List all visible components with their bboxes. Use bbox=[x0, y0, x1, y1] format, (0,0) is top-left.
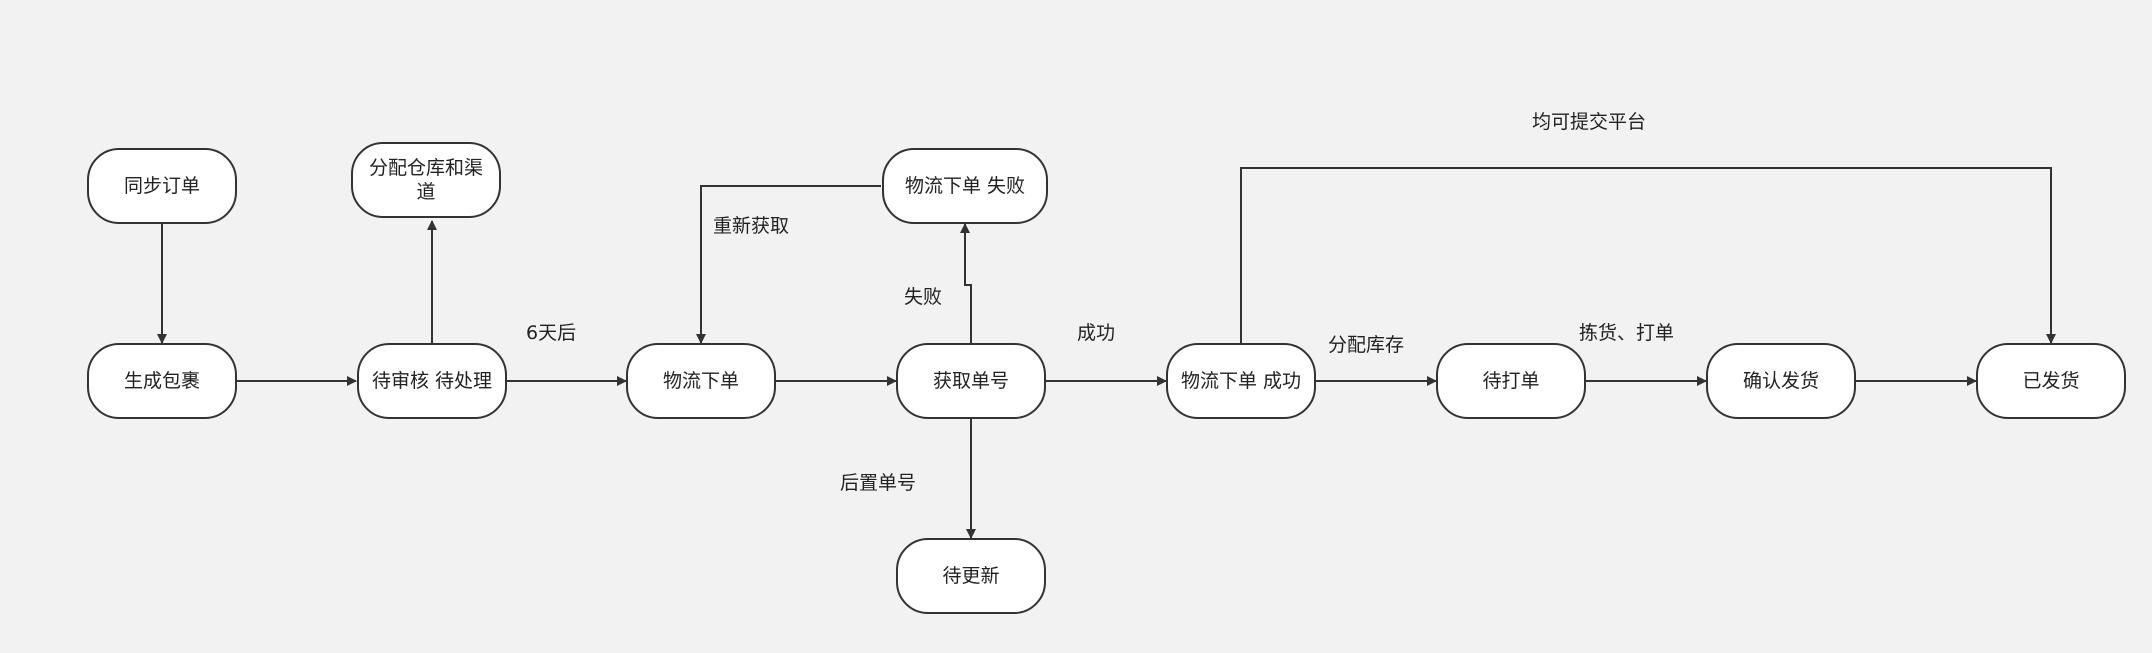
node-sync-order[interactable]: 同步订单 bbox=[87, 148, 237, 224]
label-success: 成功 bbox=[1077, 322, 1116, 344]
node-generate-package[interactable]: 生成包裹 bbox=[87, 343, 237, 419]
node-shipped[interactable]: 已发货 bbox=[1976, 343, 2126, 419]
label-submit-platform: 均可提交平台 bbox=[1532, 111, 1647, 133]
label-deferred-tracking: 后置单号 bbox=[840, 472, 917, 494]
edge-success-to-shipped bbox=[1240, 167, 2056, 344]
edge-tracking-to-failed bbox=[960, 223, 972, 343]
label-reacquire: 重新获取 bbox=[713, 215, 790, 237]
node-get-tracking[interactable]: 获取单号 bbox=[896, 343, 1046, 419]
node-pending-print[interactable]: 待打单 bbox=[1436, 343, 1586, 419]
node-assign-warehouse[interactable]: 分配仓库和渠道 bbox=[351, 142, 501, 218]
label-after-6-days: 6天后 bbox=[526, 322, 577, 344]
label-failed: 失败 bbox=[904, 286, 943, 308]
node-logistics-failed[interactable]: 物流下单 失败 bbox=[882, 148, 1048, 224]
node-confirm-ship[interactable]: 确认发货 bbox=[1706, 343, 1856, 419]
label-allocate-stock: 分配库存 bbox=[1328, 334, 1405, 356]
label-pick-print: 拣货、打单 bbox=[1579, 322, 1675, 344]
edge-failed-to-logistics bbox=[696, 185, 881, 344]
node-logistics-success[interactable]: 物流下单 成功 bbox=[1166, 343, 1316, 419]
node-logistics-order[interactable]: 物流下单 bbox=[626, 343, 776, 419]
node-pending-update[interactable]: 待更新 bbox=[896, 538, 1046, 614]
node-pending-review[interactable]: 待审核 待处理 bbox=[357, 343, 507, 419]
